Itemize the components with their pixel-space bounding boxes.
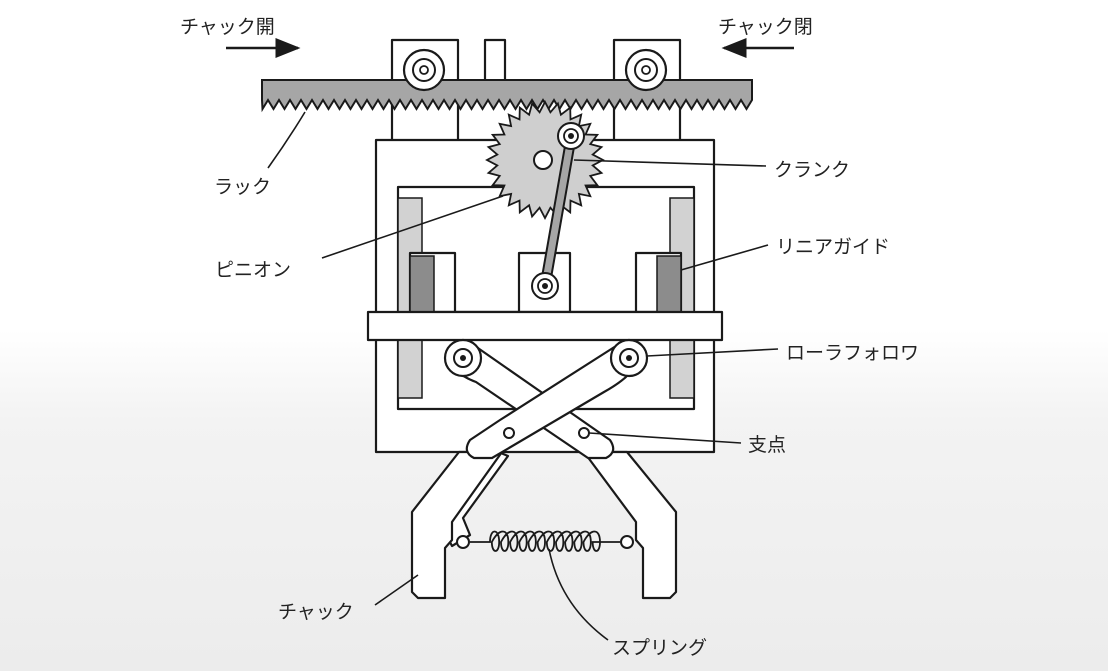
fulcrum-leader: [588, 432, 742, 444]
spring-label: スプリング: [612, 637, 707, 659]
roller-follower-leader: [646, 348, 779, 357]
right-guide-block: [656, 255, 682, 313]
rack: [261, 79, 753, 113]
right-roller-follower: [609, 338, 649, 378]
chuck-jaw-left: [410, 450, 504, 600]
crank-label: クランク: [774, 159, 850, 181]
chuck-open-label: チャック開: [180, 16, 275, 38]
fulcrum-pin-right: [578, 427, 590, 439]
linear-guide-label: リニアガイド: [776, 236, 890, 258]
pinion-shaft: [533, 150, 553, 170]
spring-leader: [548, 548, 609, 641]
crank-leader: [573, 159, 767, 167]
fulcrum-label: 支点: [748, 434, 786, 456]
linear-guide-leader: [680, 244, 769, 271]
roller-follower-label: ローラフォロワ: [786, 342, 919, 364]
right-rack-roller: [624, 48, 668, 92]
spring-anchor-left: [456, 535, 470, 549]
left-guide-block: [409, 255, 435, 313]
pinion-leader: [321, 195, 504, 259]
chuck-label: チャック: [278, 601, 354, 623]
left-roller-follower: [443, 338, 483, 378]
cross-bar: [366, 310, 724, 342]
crank: [531, 122, 585, 300]
chuck-jaw-right-body: [582, 450, 678, 600]
chuck-close-label: チャック閉: [718, 16, 813, 38]
left-rack-roller: [402, 48, 446, 92]
fulcrum-pin-left: [503, 427, 515, 439]
spring-anchor-right: [620, 535, 634, 549]
chuck-leader: [374, 574, 419, 606]
pinion-label: ピニオン: [215, 259, 291, 281]
rack-leader: [267, 111, 306, 169]
rack-label: ラック: [214, 176, 271, 198]
rack-center-post: [483, 38, 507, 86]
spring: [470, 530, 620, 552]
